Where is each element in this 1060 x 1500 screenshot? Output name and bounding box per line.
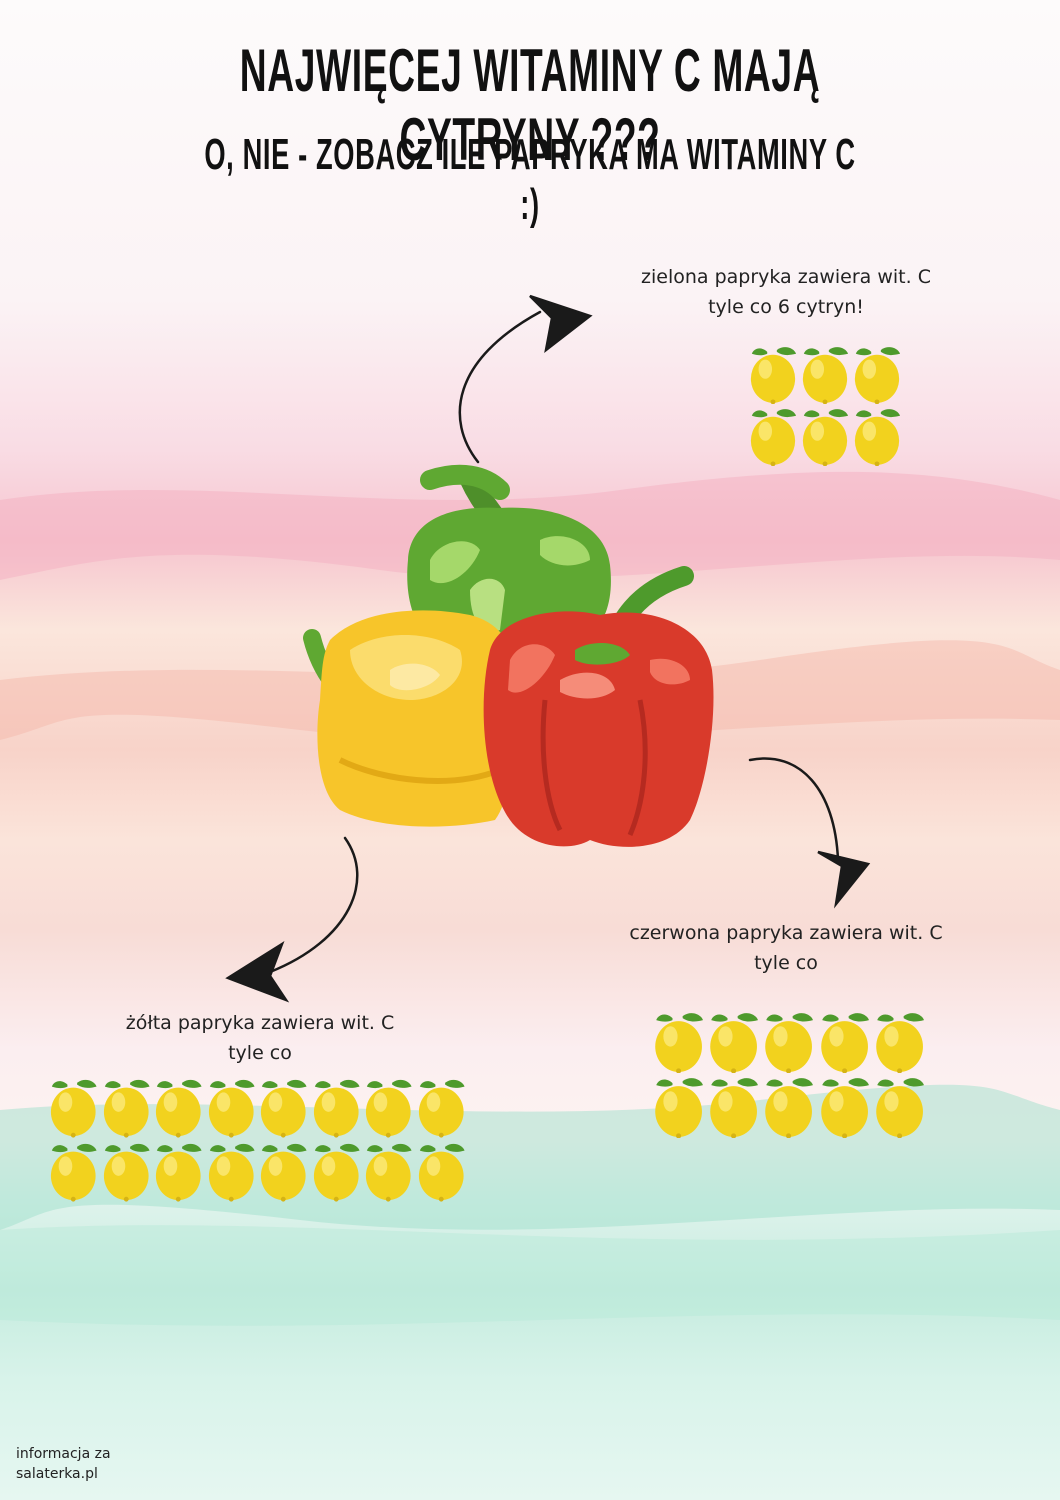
red-caption-line1: czerwona papryka zawiera wit. C (629, 922, 943, 944)
red-lemon-grid (652, 1010, 928, 1140)
lemon-icon (802, 409, 849, 466)
lemon-icon (313, 1143, 360, 1202)
lemon-icon (365, 1079, 412, 1138)
red-pepper-caption: czerwona papryka zawiera wit. C tyle co (596, 918, 976, 978)
lemon-icon (710, 1013, 759, 1073)
page-subtitle: O, NIE - ZOBACZ ILE PAPRYKA MA WITAMINY … (204, 130, 856, 229)
lemon-icon (365, 1143, 412, 1202)
lemon-icon (876, 1078, 924, 1138)
lemon-icon (876, 1013, 924, 1073)
lemon-icon (765, 1078, 814, 1138)
lemon-icon (418, 1079, 465, 1138)
page-title: NAJWIĘCEJ WITAMINY C MAJĄ CYTRYNY ??? (239, 37, 821, 173)
lemon-icon (802, 347, 849, 404)
lemon-icon (313, 1079, 360, 1138)
lemon-icon (854, 347, 901, 404)
lemon-icon (765, 1013, 814, 1073)
lemon-icon (155, 1079, 202, 1138)
lemon-icon (208, 1079, 255, 1138)
lemon-icon (750, 409, 797, 466)
lemon-icon (710, 1078, 759, 1138)
lemon-icon (103, 1143, 150, 1202)
yellow-lemon-grid (48, 1076, 468, 1204)
green-caption-line1: zielona papryka zawiera wit. C (641, 266, 931, 288)
green-lemon-grid (748, 344, 904, 468)
lemon-icon (208, 1143, 255, 1202)
green-caption-line2: tyle co 6 cytryn! (708, 296, 864, 318)
lemon-icon (655, 1078, 703, 1138)
lemon-icon (655, 1013, 703, 1073)
lemon-icon (820, 1078, 869, 1138)
yellow-caption-line1: żółta papryka zawiera wit. C (125, 1012, 395, 1034)
lemon-icon (260, 1079, 307, 1138)
credit-line1: informacja za (16, 1446, 111, 1462)
lemon-icon (418, 1143, 465, 1202)
lemon-icon (50, 1143, 97, 1202)
lemon-icon (50, 1079, 97, 1138)
lemon-icon (155, 1143, 202, 1202)
red-pepper (483, 566, 714, 847)
green-pepper-caption: zielona papryka zawiera wit. C tyle co 6… (596, 262, 976, 322)
arrow-up-right-icon (458, 294, 593, 464)
yellow-pepper (303, 610, 517, 827)
red-caption-line2: tyle co (754, 952, 818, 974)
yellow-caption-line2: tyle co (228, 1042, 292, 1064)
lemon-icon (820, 1013, 869, 1073)
credit-line2: salaterka.pl (16, 1466, 98, 1482)
arrow-down-left-icon (225, 836, 359, 1003)
lemon-icon (103, 1079, 150, 1138)
arrow-down-right-icon (748, 757, 871, 909)
lemon-icon (260, 1143, 307, 1202)
yellow-pepper-caption: żółta papryka zawiera wit. C tyle co (60, 1008, 460, 1068)
lemon-icon (750, 347, 797, 404)
source-credit: informacja za salaterka.pl (16, 1444, 111, 1484)
lemon-icon (854, 409, 901, 466)
